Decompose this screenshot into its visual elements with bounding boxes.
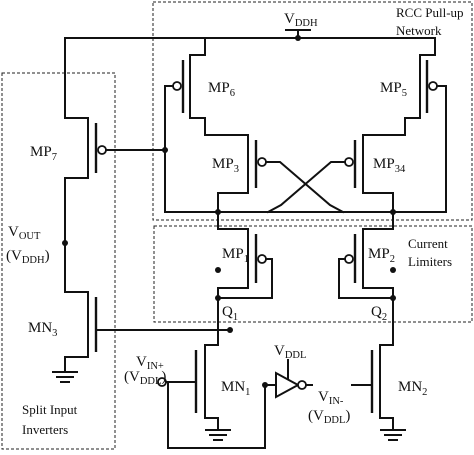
mp5-label: MP5: [380, 80, 407, 99]
q1-label: Q1: [222, 304, 238, 323]
q2-label: Q2: [371, 304, 387, 323]
mn2-transistor: [351, 350, 406, 441]
mp1-node: [215, 267, 221, 273]
limiters-label-line2: Limiters: [408, 254, 452, 269]
rcc-label-line1: RCC Pull-up: [396, 5, 464, 20]
mp5-transistor: [404, 54, 447, 213]
mp7-label: MP7: [30, 144, 57, 163]
cross-coupled-wires: [265, 161, 346, 214]
vin-plus-label: VIN+: [136, 354, 164, 372]
rcc-label-line2: Network: [396, 23, 442, 38]
vout-paren-label: (VDDH): [6, 248, 50, 266]
vddh-label: VDDH: [284, 11, 318, 29]
q2-node: [390, 295, 396, 301]
vddh-junction: [295, 35, 301, 41]
mp2-label: MP2: [368, 246, 395, 265]
vout-node: [62, 240, 68, 246]
mn3-label: MN3: [28, 320, 57, 339]
mn2-label: MN2: [398, 379, 427, 398]
mp7-transistor: [64, 117, 166, 293]
mp6-label: MP6: [208, 80, 235, 99]
mp3-label: MP3: [212, 156, 239, 175]
mp34-label: MP34: [373, 156, 406, 175]
vout-label: VOUT: [8, 224, 41, 242]
split-label-line1: Split Input: [22, 402, 78, 417]
vddl-inverter: [264, 359, 313, 399]
vddl-label: VDDL: [274, 343, 306, 361]
q1-wire: [204, 297, 219, 431]
top-rail-wire: [64, 37, 436, 119]
vin-minus-paren-label: (VDDL): [308, 408, 350, 426]
vin-plus-input: [157, 377, 268, 449]
mp1-label: MP1: [222, 246, 249, 265]
split-input-region: [1, 72, 116, 450]
vin-minus-label: VIN-: [318, 389, 344, 407]
limiters-label-line1: Current: [408, 236, 448, 251]
q1-node: [215, 295, 221, 301]
rcc-pullup-region: [152, 1, 473, 221]
mp2-transistor: [338, 211, 394, 299]
mn1-transistor: [165, 350, 231, 441]
split-label-line2: Inverters: [22, 422, 68, 437]
mp7-gate-node: [162, 147, 168, 153]
current-limiters-region: [153, 225, 473, 323]
mp34-transistor: [344, 134, 406, 213]
vin-plus-paren-label: (VDDL): [124, 369, 166, 387]
mn3-transistor: [52, 291, 231, 383]
q2-wire: [379, 297, 394, 431]
mp6-transistor: [164, 54, 206, 213]
mn1-label: MN1: [221, 379, 250, 398]
mp2-node: [390, 267, 396, 273]
